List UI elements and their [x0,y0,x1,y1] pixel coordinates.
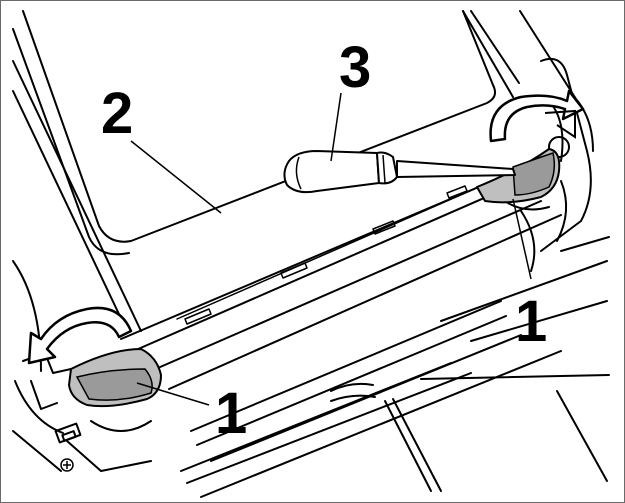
callout-label-3: 3 [339,35,371,100]
screw-icon [60,458,74,472]
rotate-arrow-icon [489,89,585,143]
front-cross-beam [120,168,562,390]
left-bracket [22,352,152,472]
callout-label-1-right: 1 [515,289,547,354]
leader-lines [130,92,532,406]
callout-label-1-left: 1 [215,381,247,446]
rotate-arrow-icon [27,306,133,365]
screwdriver-icon [283,150,516,194]
locking-tab-right [476,148,561,204]
locking-tab-left [68,348,162,408]
leader-line-1-right [512,198,532,280]
callout-label-2: 2 [101,81,133,146]
leader-line-3 [330,92,342,162]
leader-line-1-left [136,382,210,406]
lower-rails [180,236,610,498]
leader-line-2 [130,140,222,214]
